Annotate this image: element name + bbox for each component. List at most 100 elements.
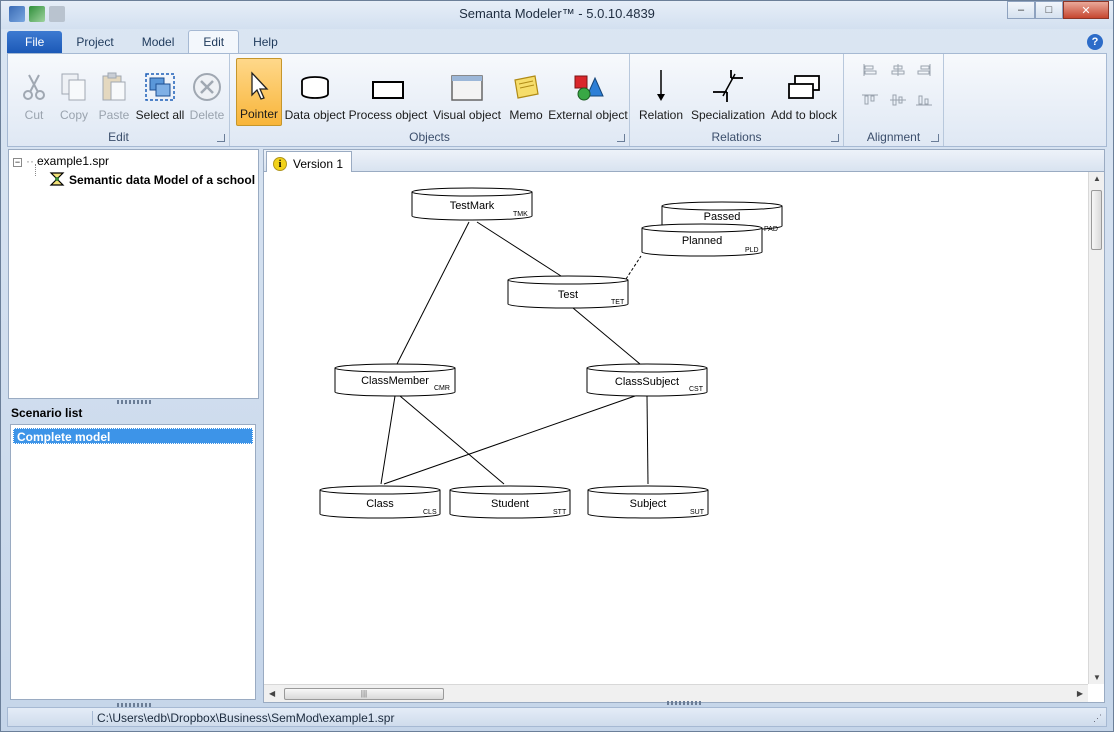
- relation-line[interactable]: [383, 395, 636, 485]
- relation-line[interactable]: [396, 221, 470, 365]
- data-object-button[interactable]: Data object: [284, 58, 346, 126]
- process-object-button[interactable]: Process object: [348, 58, 428, 126]
- save-icon[interactable]: [29, 6, 45, 22]
- external-object-icon: [574, 75, 604, 101]
- resize-grip-icon[interactable]: ⋰: [1093, 713, 1102, 723]
- pointer-button[interactable]: Pointer: [236, 58, 282, 126]
- align-right-icon[interactable]: [916, 64, 932, 76]
- tree-model-label: Semantic data Model of a school: [69, 173, 256, 187]
- scenario-list-title: Scenario list: [11, 406, 83, 420]
- diagram-canvas[interactable]: Passed PAD Planned PLD TestMark TMK Test…: [264, 172, 1088, 684]
- copy-label: Copy: [59, 108, 88, 122]
- relation-line[interactable]: [476, 221, 562, 277]
- cut-label: Cut: [24, 108, 44, 122]
- scroll-right-icon[interactable]: ▶: [1076, 689, 1083, 698]
- subject-name: Subject: [630, 498, 667, 510]
- vertical-scroll-thumb[interactable]: [1091, 190, 1102, 250]
- scenario-list: Complete model: [10, 424, 256, 700]
- relation-label: Relation: [638, 108, 684, 122]
- help-icon[interactable]: ?: [1087, 34, 1103, 50]
- align-bottom-icon[interactable]: [916, 94, 932, 106]
- align-top-icon[interactable]: [862, 94, 878, 106]
- tab-model[interactable]: Model: [141, 35, 175, 49]
- vertical-scrollbar[interactable]: ▲ ▼: [1088, 172, 1104, 684]
- external-object-button[interactable]: External object: [548, 58, 628, 126]
- scroll-left-icon[interactable]: ◀: [269, 689, 276, 698]
- scroll-up-icon[interactable]: ▲: [1093, 174, 1101, 183]
- pane-splitter[interactable]: [117, 400, 153, 404]
- planned-name: Planned: [682, 235, 722, 247]
- relation-line[interactable]: [380, 395, 396, 485]
- edit-group-launcher[interactable]: [217, 134, 225, 142]
- classsubject-name: ClassSubject: [615, 376, 679, 388]
- edit-group: Cut Copy Paste Select all Delete Edit: [8, 54, 230, 146]
- relation-button[interactable]: Relation: [636, 58, 686, 126]
- data-object-classsubject[interactable]: ClassSubject CST: [586, 363, 708, 397]
- close-button[interactable]: ✕: [1063, 1, 1109, 19]
- status-file-path: C:\Users\edb\Dropbox\Business\SemMod\exa…: [92, 711, 394, 725]
- data-object-test[interactable]: Test TET: [507, 275, 629, 309]
- alignment-group-launcher[interactable]: [931, 134, 939, 142]
- data-object-subject[interactable]: Subject SUT: [587, 485, 709, 519]
- specialization-button[interactable]: Specialization: [690, 58, 766, 126]
- tab-project[interactable]: Project: [76, 35, 114, 49]
- relation-line[interactable]: [572, 307, 641, 365]
- data-object-testmark[interactable]: TestMark TMK: [411, 187, 533, 221]
- scenario-item[interactable]: Complete model: [13, 428, 253, 444]
- select-all-button[interactable]: Select all: [134, 58, 186, 126]
- data-object-passed[interactable]: Passed PAD: [661, 201, 783, 233]
- app-icon[interactable]: [9, 6, 25, 22]
- tree-model-item[interactable]: Semantic data Model of a school: [49, 171, 255, 187]
- copy-icon: [61, 73, 86, 101]
- scissors-icon: [23, 74, 45, 100]
- cut-button[interactable]: Cut: [14, 58, 54, 126]
- specialization-label: Specialization: [690, 108, 766, 122]
- visual-object-button[interactable]: Visual object: [430, 58, 504, 126]
- tab-version-1[interactable]: i Version 1: [266, 151, 353, 172]
- relations-group-launcher[interactable]: [831, 134, 839, 142]
- copy-button[interactable]: Copy: [54, 58, 94, 126]
- specialization-icon: [713, 70, 743, 102]
- memo-button[interactable]: Memo: [506, 58, 546, 126]
- scroll-down-icon[interactable]: ▼: [1093, 673, 1101, 682]
- version-tab-label: Version 1: [293, 156, 344, 171]
- relation-line[interactable]: [399, 395, 505, 485]
- tree-root[interactable]: −··example1.spr: [13, 154, 110, 168]
- objects-group-launcher[interactable]: [617, 134, 625, 142]
- data-object-label: Data object: [284, 108, 346, 122]
- class-name: Class: [366, 498, 394, 510]
- align-middle-icon[interactable]: [890, 94, 906, 106]
- data-object-student[interactable]: Student STT: [449, 485, 571, 519]
- delete-button[interactable]: Delete: [186, 58, 228, 126]
- document-splitter[interactable]: [667, 701, 703, 705]
- horizontal-scroll-thumb[interactable]: |||: [284, 688, 444, 700]
- align-left-icon[interactable]: [862, 64, 878, 76]
- relation-line[interactable]: [646, 395, 649, 485]
- undo-icon[interactable]: [49, 6, 65, 22]
- minimize-button[interactable]: –: [1007, 1, 1035, 19]
- collapse-icon[interactable]: −: [13, 157, 22, 167]
- add-to-block-button[interactable]: Add to block: [768, 58, 840, 126]
- data-object-classmember[interactable]: ClassMember CMR: [334, 363, 456, 397]
- tab-file[interactable]: File: [7, 31, 63, 53]
- select-all-icon: [145, 73, 175, 101]
- specialization-line[interactable]: [625, 255, 642, 280]
- status-bar: C:\Users\edb\Dropbox\Business\SemMod\exa…: [7, 707, 1107, 727]
- data-object-class[interactable]: Class CLS: [319, 485, 441, 519]
- maximize-button[interactable]: □: [1035, 1, 1063, 19]
- paste-button[interactable]: Paste: [94, 58, 134, 126]
- pointer-label: Pointer: [239, 107, 279, 121]
- tab-help[interactable]: Help: [253, 35, 278, 49]
- bottom-splitter[interactable]: [117, 703, 153, 707]
- align-center-icon[interactable]: [890, 64, 906, 76]
- memo-icon: [514, 75, 539, 99]
- classmember-name: ClassMember: [361, 375, 429, 387]
- data-object-planned[interactable]: Planned PLD: [641, 223, 763, 257]
- paste-label: Paste: [98, 108, 130, 122]
- alignment-group-label: Alignment: [866, 130, 921, 144]
- test-name: Test: [558, 289, 578, 301]
- horizontal-scrollbar[interactable]: ◀ ||| ▶: [264, 684, 1088, 702]
- visual-object-icon: [451, 75, 483, 101]
- tab-edit[interactable]: Edit: [188, 30, 240, 53]
